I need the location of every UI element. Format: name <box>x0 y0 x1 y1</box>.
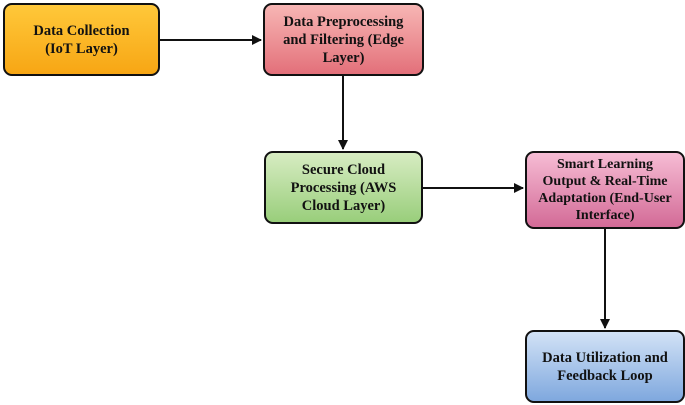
node-label-line: and Filtering (Edge <box>283 31 404 48</box>
node-label-line: Processing (AWS <box>290 179 397 196</box>
secure-cloud-processing-node: Secure Cloud Processing (AWS Cloud Layer… <box>264 151 423 224</box>
node-label-line: Data Preprocessing <box>283 13 404 30</box>
node-label-line: Feedback Loop <box>557 367 653 384</box>
data-preprocessing-node: Data Preprocessing and Filtering (Edge L… <box>263 3 424 76</box>
node-label-line: Smart Learning <box>556 157 654 172</box>
node-label-line: Output & Real-Time <box>542 174 668 189</box>
node-label-line: Interface) <box>575 208 635 223</box>
node-label-line: (IoT Layer) <box>45 40 118 57</box>
node-label-line: Cloud Layer) <box>301 197 386 214</box>
node-label-line: Secure Cloud <box>301 161 386 178</box>
data-collection-node: Data Collection (IoT Layer) <box>3 3 160 76</box>
node-label-line: Layer) <box>322 49 365 66</box>
node-label-line: Adaptation (End-User <box>538 191 672 206</box>
node-label-line: Data Collection <box>33 22 130 39</box>
node-label-line: Data Utilization and <box>542 349 668 366</box>
smart-learning-output-node: Smart Learning Output & Real-Time Adapta… <box>525 151 685 229</box>
data-utilization-node: Data Utilization and Feedback Loop <box>525 330 685 403</box>
